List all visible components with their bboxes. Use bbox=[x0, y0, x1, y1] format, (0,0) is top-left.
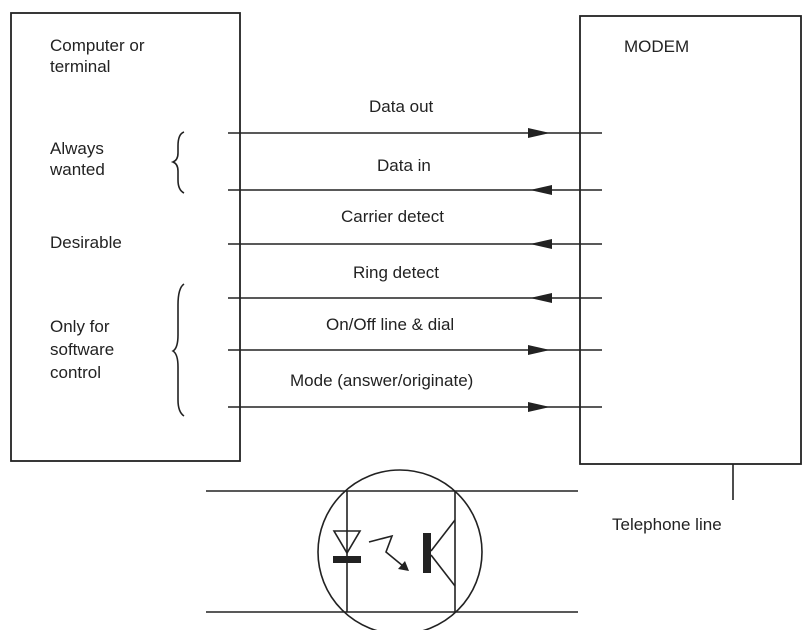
led-icon bbox=[332, 530, 362, 563]
computer-title-line1: Computer or bbox=[50, 36, 145, 55]
group-always-line2: wanted bbox=[49, 160, 105, 179]
brace-always-wanted bbox=[170, 131, 185, 194]
group-software-line1: Only for bbox=[50, 317, 110, 336]
light-ray-icon bbox=[368, 534, 409, 571]
signal-label-data-in: Data in bbox=[377, 156, 431, 175]
phototransistor-icon bbox=[423, 519, 456, 587]
brace-software-control bbox=[171, 283, 185, 417]
signal-label-data-out: Data out bbox=[369, 97, 434, 116]
arrow-left-icon bbox=[530, 185, 552, 195]
arrow-right-icon bbox=[528, 402, 550, 412]
signal-label-carrier-detect: Carrier detect bbox=[341, 207, 444, 226]
group-desirable: Desirable bbox=[50, 233, 122, 252]
telephone-line-label: Telephone line bbox=[612, 515, 722, 534]
computer-title-line2: terminal bbox=[50, 57, 110, 76]
modem-box bbox=[579, 15, 802, 465]
opto-isolator bbox=[206, 469, 578, 630]
arrow-left-icon bbox=[530, 239, 552, 249]
signal-label-ring-detect: Ring detect bbox=[353, 263, 439, 282]
modem-title: MODEM bbox=[624, 37, 689, 56]
arrow-right-icon bbox=[528, 128, 550, 138]
arrow-left-icon bbox=[530, 293, 552, 303]
group-always-line1: Always bbox=[50, 139, 104, 158]
opto-package-circle bbox=[317, 469, 483, 630]
arrow-right-icon bbox=[528, 345, 550, 355]
group-software-line3: control bbox=[50, 363, 101, 382]
signal-label-on-off-line: On/Off line & dial bbox=[326, 315, 454, 334]
signal-label-mode: Mode (answer/originate) bbox=[290, 371, 473, 390]
computer-box bbox=[10, 12, 241, 462]
group-software-line2: software bbox=[50, 340, 114, 359]
